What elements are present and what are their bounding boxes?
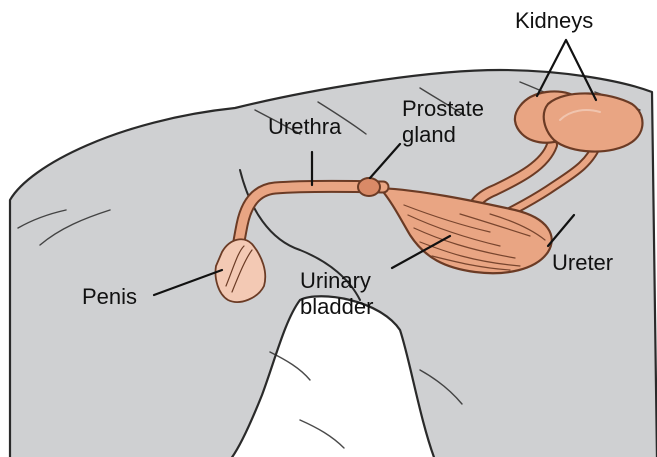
label-urinary-line2: bladder bbox=[300, 294, 373, 320]
label-kidneys: Kidneys bbox=[515, 8, 593, 34]
label-prostate-gland: Prostate gland bbox=[402, 96, 484, 148]
kidney-right bbox=[544, 93, 643, 151]
label-urethra-text: Urethra bbox=[268, 114, 341, 140]
label-penis: Penis bbox=[82, 284, 137, 310]
label-urinary-bladder: Urinary bladder bbox=[300, 268, 373, 320]
label-penis-text: Penis bbox=[82, 284, 137, 310]
label-kidneys-text: Kidneys bbox=[515, 8, 593, 34]
label-ureter-text: Ureter bbox=[552, 250, 613, 276]
label-prostate-line1: Prostate bbox=[402, 96, 484, 122]
label-prostate-line2: gland bbox=[402, 122, 484, 148]
label-urinary-line1: Urinary bbox=[300, 268, 373, 294]
prostate-gland-organ bbox=[358, 178, 380, 196]
label-ureter: Ureter bbox=[552, 250, 613, 276]
label-urethra: Urethra bbox=[268, 114, 341, 140]
